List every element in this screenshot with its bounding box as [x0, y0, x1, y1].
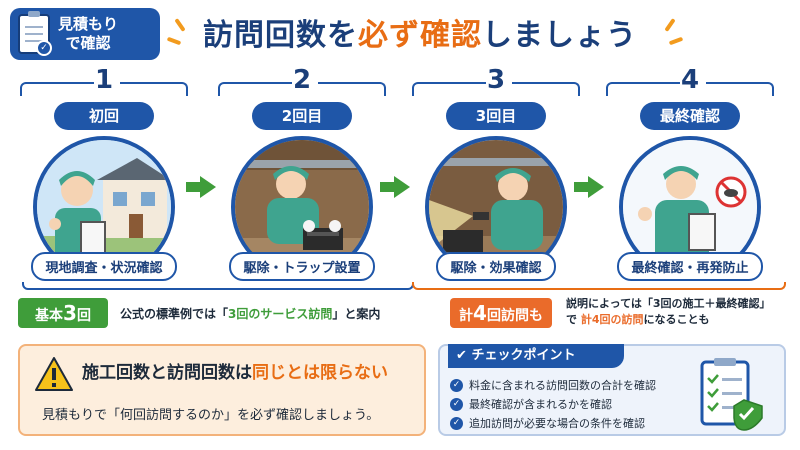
- basic-count-badge: 基本3回: [18, 298, 108, 328]
- badge-line2: で確認: [65, 34, 111, 52]
- basic-bracket: [22, 282, 414, 290]
- checkpoint-item-text: 追加訪問が必要な場合の条件を確認: [469, 417, 645, 430]
- step-label: 3回目: [446, 102, 546, 130]
- badge-line1: 見積もり: [58, 15, 119, 33]
- step-label: 初回: [54, 102, 154, 130]
- step-caption: 最終確認・再発防止: [617, 252, 763, 281]
- warning-box: 施工回数と訪問回数は同じとは限らない 見積もりで「何回訪問するのか」を必ず確認し…: [18, 344, 426, 436]
- checkpoint-item-text: 料金に含まれる訪問回数の合計を確認: [469, 379, 656, 392]
- check-icon: ✓: [36, 40, 52, 56]
- list-item: ✓ 料金に含まれる訪問回数の合計を確認: [450, 376, 656, 395]
- arrow-right-icon: [380, 176, 410, 198]
- warning-body: 見積もりで「何回訪問するのか」を必ず確認しましょう。: [42, 408, 380, 423]
- plus-count: 4: [473, 301, 487, 325]
- step-2: 2 2回目 駆除・トラップ設置: [214, 65, 390, 281]
- arrow-right-icon: [186, 176, 216, 198]
- plus-prefix: 計: [459, 308, 474, 324]
- step-3: 3 3回目 駆除・効果確認: [408, 65, 584, 281]
- step-number: 3: [486, 65, 506, 95]
- step-bracket: [606, 80, 774, 96]
- title-part1: 訪問回数を: [203, 18, 358, 53]
- spark-decoration: [174, 18, 186, 32]
- spark-decoration: [166, 36, 182, 46]
- step-caption-wrap: 最終確認・再発防止: [602, 252, 778, 281]
- checkpoint-box: ✔ チェックポイント ✓ 料金に含まれる訪問回数の合計を確認 ✓ 最終確認が含まれる…: [438, 344, 786, 436]
- list-item: ✓ 最終確認が含まれるかを確認: [450, 395, 656, 414]
- plus-line2-em: 計4回の訪問: [580, 313, 644, 326]
- checkpoint-item-text: 最終確認が含まれるかを確認: [469, 398, 612, 411]
- step-caption-wrap: 駆除・効果確認: [408, 252, 584, 281]
- basic-prefix: 基本: [35, 308, 64, 324]
- step-caption: 現地調査・状況確認: [31, 252, 177, 281]
- list-item: ✓ 追加訪問が必要な場合の条件を確認: [450, 414, 656, 433]
- plus-line1: 説明によっては「3回の施工＋最終確認」: [566, 297, 771, 310]
- plus-count-badge: 計4回訪問も: [450, 298, 552, 328]
- basic-description: 公式の標準例では「3回のサービス訪問」と案内: [120, 305, 380, 322]
- step-number: 4: [680, 65, 700, 95]
- step-bracket: [412, 80, 580, 96]
- plus-bracket: [412, 282, 786, 290]
- warning-icon: [35, 357, 73, 391]
- clipboard-icon: [700, 358, 763, 431]
- step-2-illustration: [231, 136, 373, 278]
- step-label: 最終確認: [640, 102, 740, 130]
- check-icon: ✔: [456, 348, 467, 363]
- warning-head-a: 施工回数と訪問回数は: [82, 363, 252, 383]
- warning-head-em: 同じとは限らない: [252, 363, 388, 383]
- step-caption: 駆除・効果確認: [436, 252, 556, 281]
- arrow-right-icon: [574, 176, 604, 198]
- checkpoint-list: ✓ 料金に含まれる訪問回数の合計を確認 ✓ 最終確認が含まれるかを確認 ✓ 追加訪問が…: [450, 376, 656, 433]
- step-bracket: [20, 80, 188, 96]
- page-title: 訪問回数を必ず確認しましょう: [185, 10, 655, 54]
- warning-heading: 施工回数と訪問回数は同じとは限らない: [82, 358, 388, 383]
- step-4: 4 最終確認 最終確認・再発防止: [602, 65, 778, 281]
- check-icon: ✓: [450, 417, 463, 430]
- checkpoint-header: ✔ チェックポイント: [448, 344, 624, 368]
- basic-text-b: 」と案内: [332, 307, 381, 321]
- estimate-badge: ✓ 見積もり で確認: [10, 8, 160, 60]
- plus-line2-a: で: [566, 313, 577, 326]
- step-caption-wrap: 現地調査・状況確認: [16, 252, 192, 281]
- plus-line2-b: になることも: [643, 313, 710, 326]
- spark-decoration: [664, 18, 676, 32]
- spark-decoration: [668, 36, 684, 46]
- step-number: 1: [94, 65, 114, 95]
- checkpoint-title: チェックポイント: [471, 348, 576, 363]
- step-bracket: [218, 80, 386, 96]
- step-number: 2: [292, 65, 312, 95]
- step-1: 1 初回 現地調査・状況確認: [16, 65, 192, 281]
- clipboard-icon: ✓: [18, 11, 52, 56]
- title-part2: しましょう: [482, 18, 637, 53]
- step-label: 2回目: [252, 102, 352, 130]
- basic-text-em: 3回のサービス訪問: [228, 307, 333, 321]
- plus-description: 説明によっては「3回の施工＋最終確認」 で 計4回の訪問になることも: [566, 296, 796, 328]
- check-icon: ✓: [450, 398, 463, 411]
- check-icon: ✓: [450, 379, 463, 392]
- plus-line2: で 計4回の訪問になることも: [566, 312, 796, 328]
- step-4-illustration: [619, 136, 761, 278]
- basic-text-a: 公式の標準例では「: [120, 307, 229, 321]
- basic-count: 3: [63, 301, 77, 325]
- basic-suffix: 回: [76, 308, 91, 324]
- badge-text: 見積もり で確認: [58, 15, 118, 53]
- step-caption: 駆除・トラップ設置: [229, 252, 375, 281]
- step-caption-wrap: 駆除・トラップ設置: [214, 252, 390, 281]
- title-emphasis: 必ず確認: [358, 18, 482, 53]
- plus-suffix: 回訪問も: [486, 308, 543, 324]
